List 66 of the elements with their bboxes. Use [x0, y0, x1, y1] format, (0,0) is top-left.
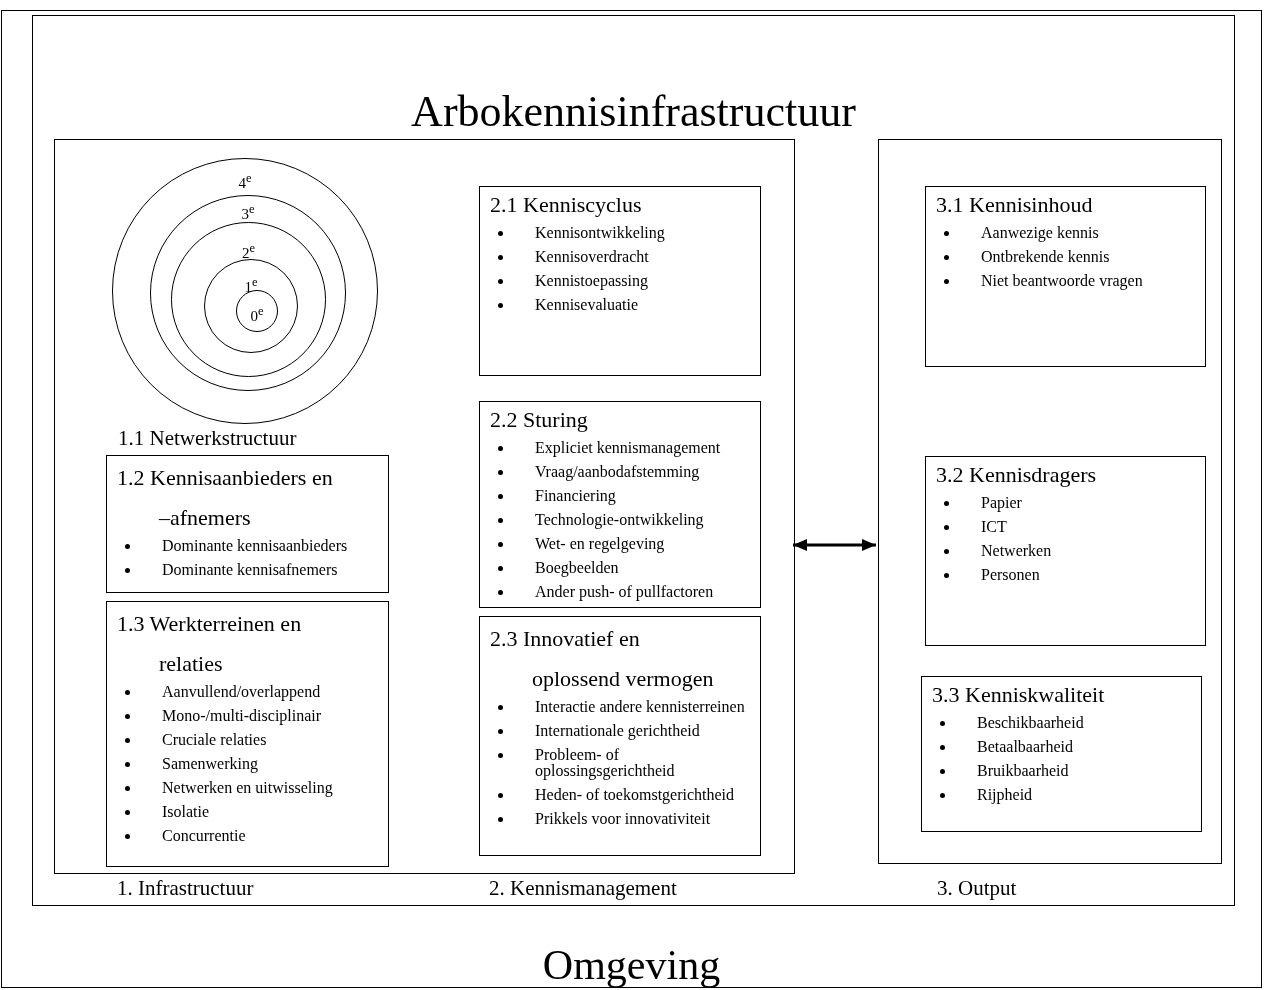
bullet-text: Dominante kennisafnemers — [162, 561, 338, 578]
section-box — [921, 676, 1202, 832]
bullet-text: Kennisevaluatie — [535, 296, 639, 313]
section-caption: 1.1 Netwerkstructuur — [118, 426, 297, 450]
ring-label: 3$^{e}$ — [240, 201, 256, 223]
section-heading: 2.1 Kenniscyclus — [489, 191, 643, 219]
bullet-text: Netwerken en uitwisseling — [162, 779, 333, 796]
bullet-text: Niet beantwoorde vragen — [981, 272, 1143, 289]
bullet-text: Dominante kennisaanbieders — [162, 537, 348, 554]
section-box — [925, 186, 1206, 367]
bullet-text: Beschikbaarheid — [977, 714, 1084, 731]
section-caption: 1. Infrastructuur — [117, 876, 254, 900]
bullet-text: Mono-/multi-disciplinair — [162, 707, 322, 724]
bullet-text: Interactie andere kennisterreinen — [535, 698, 745, 715]
bullet-text: Betaalbaarheid — [977, 738, 1073, 755]
bullet-text: Vraag/aanbodafstemming — [535, 463, 700, 480]
bullet-text: Internationale gerichtheid — [535, 722, 700, 739]
bullet-text: Kennisoverdracht — [535, 248, 649, 265]
bullet-text: Ontbrekende kennis — [981, 248, 1110, 265]
bullet-text: Netwerken — [981, 542, 1052, 559]
bullet-text: Samenwerking — [162, 755, 258, 772]
frame-label: Omgeving — [541, 941, 722, 989]
bullet-text: Concurrentie — [162, 827, 246, 844]
ring-label: 0$^{e}$ — [249, 303, 265, 325]
bullet-text: Aanvullend/overlappend — [162, 683, 321, 700]
section-heading: 3.2 Kennisdragers — [935, 461, 1098, 489]
section-heading: 3.3 Kenniskwaliteit — [931, 681, 1106, 709]
bullet-text: Financiering — [535, 487, 616, 504]
section-heading: 2.3 Innovatief en oplossend vermogen — [489, 625, 715, 693]
bullet-text: Kennisontwikkeling — [535, 224, 665, 241]
section-heading: 1.2 Kennisaanbieders en –afnemers — [116, 464, 334, 532]
bullet-text: Cruciale relaties — [162, 731, 267, 748]
section-box — [479, 616, 761, 856]
section-caption: 2. Kennismanagement — [489, 876, 677, 900]
bullet-text: Bruikbaarheid — [977, 762, 1069, 779]
section-heading: 2.2 Sturing — [489, 406, 589, 434]
bullet-text: ICT — [981, 518, 1007, 535]
bullet-text: Aanwezige kennis — [981, 224, 1099, 241]
ring-label: 4$^{e}$ — [237, 170, 253, 192]
bullet-text: Isolatie — [162, 803, 210, 820]
bullet-text: Papier — [981, 494, 1022, 511]
section-heading: 3.1 Kennisinhoud — [935, 191, 1094, 219]
section-box — [106, 601, 389, 867]
bullet-text: Personen — [981, 566, 1040, 583]
bullet-text: Prikkels voor innovativiteit — [535, 810, 711, 827]
bullet-text: Expliciet kennismanagement — [535, 439, 721, 456]
bullet-text: Rijpheid — [977, 786, 1033, 803]
frame-label: Arbokennisinfrastructuur — [410, 86, 857, 137]
ring-label: 1$^{e}$ — [243, 274, 259, 296]
double-arrow — [793, 539, 876, 551]
section-heading: 1.3 Werkterreinen en relaties — [116, 610, 303, 678]
ring-label: 2$^{e}$ — [240, 240, 257, 262]
panel-box — [878, 139, 1222, 864]
bullet-text: Heden- of toekomstgerichtheid — [535, 786, 735, 803]
panel-box — [54, 139, 795, 874]
section-box — [479, 401, 761, 608]
bullet-text: Boegbeelden — [535, 559, 619, 576]
section-box — [925, 456, 1206, 646]
bullet-text: Ander push- of pullfactoren — [535, 583, 714, 600]
section-caption: 3. Output — [937, 876, 1017, 900]
bullet-text: Technologie-ontwikkeling — [535, 511, 704, 528]
bullet-text: Wet- en regelgeving — [535, 535, 665, 552]
section-box — [479, 186, 761, 376]
bullet-text: Kennistoepassing — [535, 272, 648, 289]
section-box — [106, 455, 389, 593]
bullet-text: Probleem- of oplossingsgerichtheid — [535, 746, 675, 779]
